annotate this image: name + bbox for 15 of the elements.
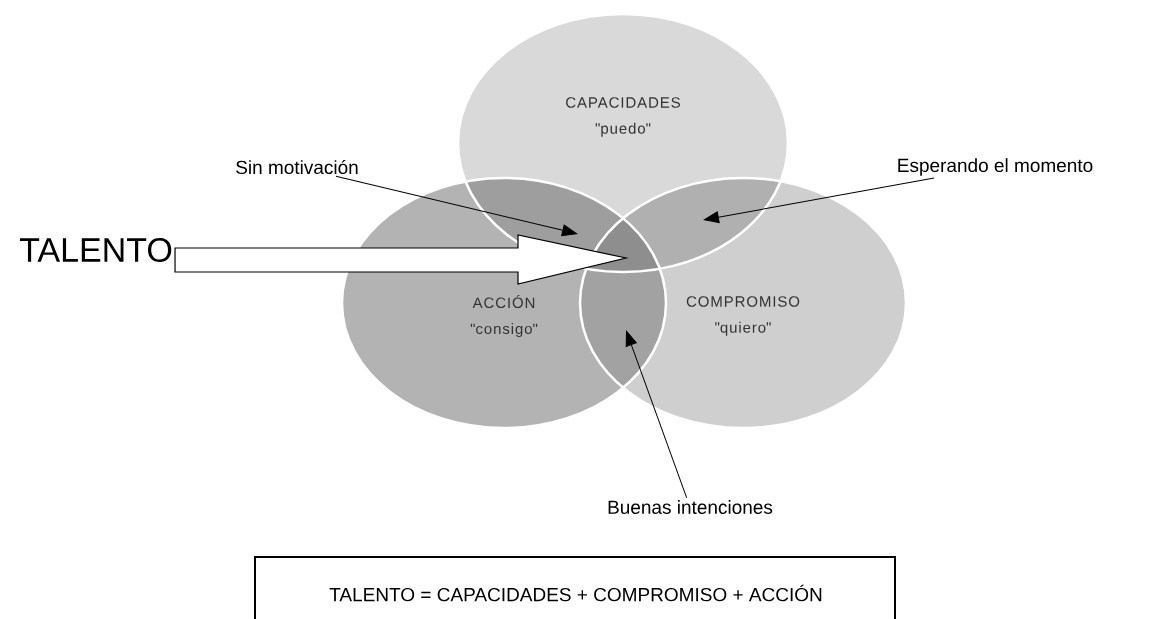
callout-label: Buenas intenciones: [608, 500, 773, 514]
heading-label: TALENTO: [19, 237, 172, 263]
leader-line: [703, 177, 935, 224]
circle-label: ACCIÓN "consigo": [470, 294, 538, 338]
formula-box: TALENTO = CAPACIDADES + COMPROMISO + ACCIÓN: [254, 556, 896, 619]
circle: [340, 176, 668, 430]
callout-label: Sin motivación: [236, 159, 358, 175]
leader-line: [625, 330, 688, 499]
circle: [578, 176, 908, 430]
circle-label: COMPROMISO "quiero": [686, 296, 800, 336]
leader-line: [335, 175, 578, 237]
block-arrow: [174, 234, 629, 285]
circle-label: CAPACIDADES "puedo": [566, 97, 680, 137]
circle: [456, 12, 790, 274]
callout-label: Esperando el momento: [898, 158, 1093, 176]
